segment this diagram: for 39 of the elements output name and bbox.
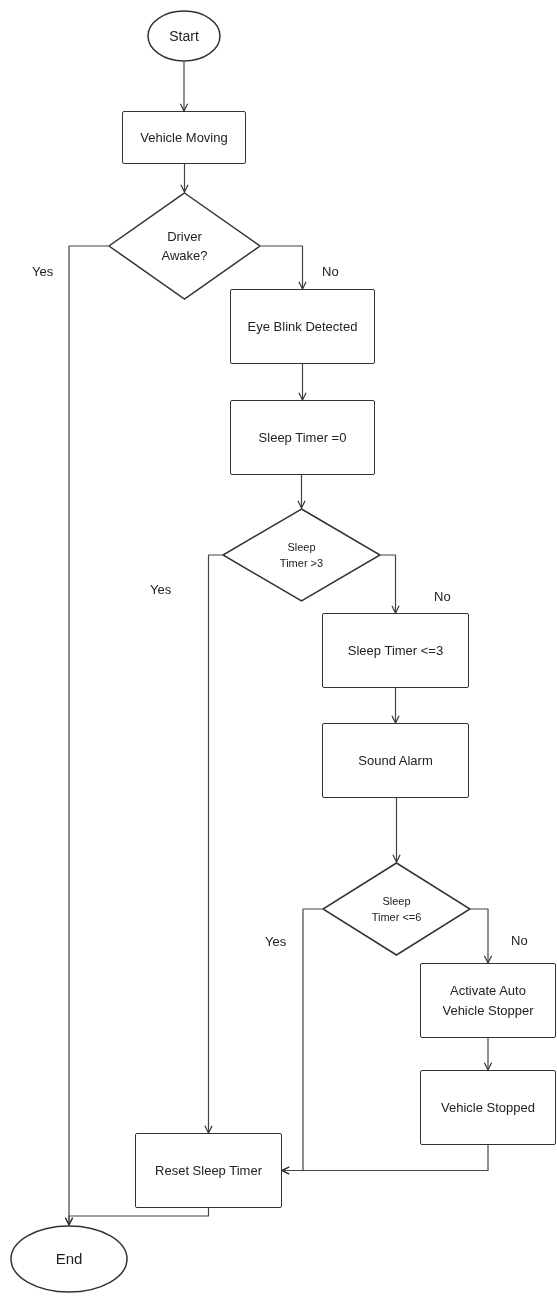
process-box	[230, 400, 375, 475]
arrow	[297, 474, 306, 509]
arrow	[260, 245, 307, 290]
node-text: Sleep Timer =0	[258, 428, 347, 447]
node-text: Vehicle Moving	[140, 128, 228, 147]
arrow	[204, 554, 223, 1134]
process-box	[322, 613, 469, 688]
arrow	[470, 908, 493, 964]
process-box	[322, 723, 469, 798]
arrow	[298, 363, 307, 401]
arrow	[392, 797, 401, 863]
node-text: Sleep Timer <=6	[370, 893, 423, 925]
process-box	[420, 1070, 556, 1145]
decision-diamond	[322, 862, 471, 956]
node-text: Driver Awake?	[160, 227, 209, 265]
arrow	[380, 554, 400, 614]
node-text: Start	[169, 26, 199, 46]
node-text: Sleep Timer >3	[278, 539, 325, 571]
node-text: Sleep Timer <=3	[347, 641, 444, 660]
arrow	[483, 1037, 493, 1071]
terminal-ellipse	[147, 10, 221, 62]
node-text: Vehicle Stopped	[441, 1098, 535, 1117]
decision-diamond	[222, 508, 381, 602]
decision-diamond	[108, 192, 261, 300]
process-box	[135, 1133, 282, 1208]
node-text: Sound Alarm	[358, 751, 433, 770]
arrow	[391, 687, 400, 724]
terminal-ellipse	[10, 1225, 128, 1293]
arrow	[180, 163, 189, 193]
node-text: Reset Sleep Timer	[155, 1161, 262, 1180]
arrow	[281, 1144, 489, 1175]
arrow	[64, 1207, 210, 1226]
process-box	[420, 963, 556, 1038]
node-text: End	[55, 1248, 83, 1269]
node-text: Activate Auto Vehicle Stopper	[441, 982, 535, 1020]
process-box	[230, 289, 375, 364]
process-box	[122, 111, 246, 164]
arrow	[179, 61, 189, 112]
node-text: Eye Blink Detected	[247, 317, 358, 336]
